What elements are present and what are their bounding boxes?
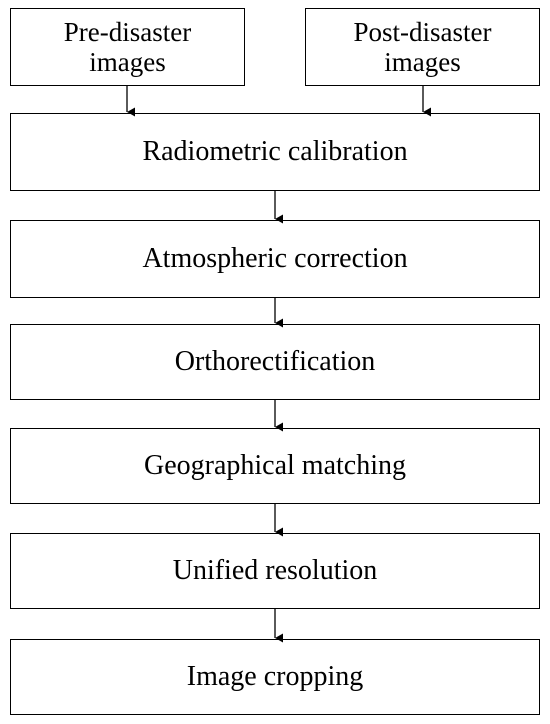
- step-label: Unified resolution: [172, 554, 378, 586]
- step-radiometric-calibration: Radiometric calibration: [10, 113, 540, 191]
- step-image-cropping: Image cropping: [10, 639, 540, 715]
- step-unified-resolution: Unified resolution: [10, 533, 540, 609]
- step-label: Geographical matching: [143, 449, 406, 481]
- step-label: Orthorectification: [174, 345, 376, 377]
- input-label-pre-disaster: Pre-disaster images: [63, 16, 192, 77]
- input-label-post-disaster: Post-disaster images: [353, 16, 492, 77]
- input-box-post-disaster: Post-disaster images: [305, 8, 540, 86]
- step-label: Radiometric calibration: [142, 135, 408, 167]
- step-geographical-matching: Geographical matching: [10, 428, 540, 504]
- step-label: Atmospheric correction: [142, 242, 408, 274]
- step-label: Image cropping: [186, 660, 364, 692]
- step-orthorectification: Orthorectification: [10, 324, 540, 400]
- input-box-pre-disaster: Pre-disaster images: [10, 8, 245, 86]
- step-atmospheric-correction: Atmospheric correction: [10, 220, 540, 298]
